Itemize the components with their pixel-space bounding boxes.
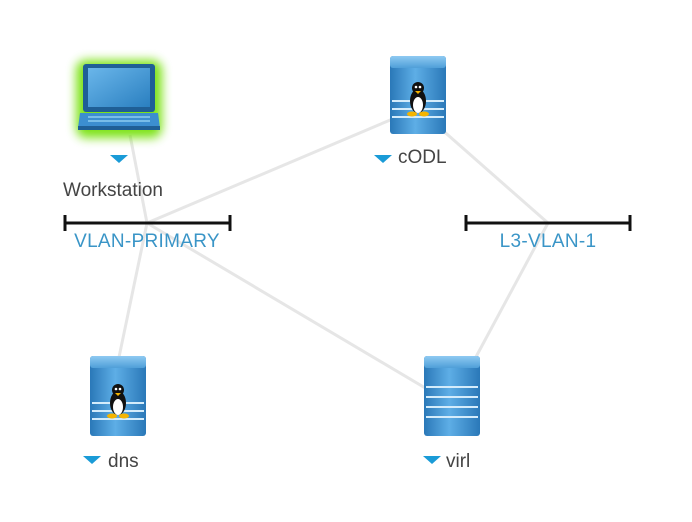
link-vlan-primary-virl[interactable] (146, 221, 433, 394)
linux-server-icon (390, 56, 446, 134)
laptop-icon (78, 64, 160, 130)
chevron-down-icon[interactable] (110, 155, 128, 163)
dns-label: dns (108, 451, 139, 472)
link-l3-vlan-1-virl[interactable] (468, 222, 550, 369)
link-vlan-primary-workstation[interactable] (128, 134, 149, 224)
node-codl[interactable]: cODL (374, 56, 447, 168)
virl-label: virl (446, 451, 470, 472)
node-dns[interactable]: dns (83, 356, 146, 472)
vlan-primary-label: VLAN-PRIMARY (74, 231, 220, 252)
node-workstation[interactable]: Workstation (63, 60, 163, 201)
chevron-down-icon[interactable] (374, 155, 392, 163)
link-vlan-primary-codl[interactable] (146, 116, 396, 225)
tux-penguin-icon (107, 384, 129, 419)
link-vlan-primary-dns[interactable] (116, 222, 149, 363)
server-icon (424, 356, 480, 436)
l3-vlan-1-label: L3-VLAN-1 (500, 231, 597, 252)
node-virl[interactable]: virl (423, 356, 480, 472)
vlan-bar (464, 215, 632, 231)
vlan-primary[interactable]: VLAN-PRIMARY (63, 215, 232, 252)
chevron-down-icon[interactable] (83, 456, 101, 464)
vlan-bar (63, 215, 232, 231)
linux-server-icon (90, 356, 146, 436)
vlan-l3-vlan-1[interactable]: L3-VLAN-1 (464, 215, 632, 252)
links (116, 116, 550, 394)
chevron-down-icon[interactable] (423, 456, 441, 464)
link-l3-vlan-1-codl[interactable] (439, 126, 549, 225)
workstation-label: Workstation (63, 180, 163, 201)
tux-penguin-icon (407, 82, 429, 117)
codl-label: cODL (398, 147, 447, 168)
